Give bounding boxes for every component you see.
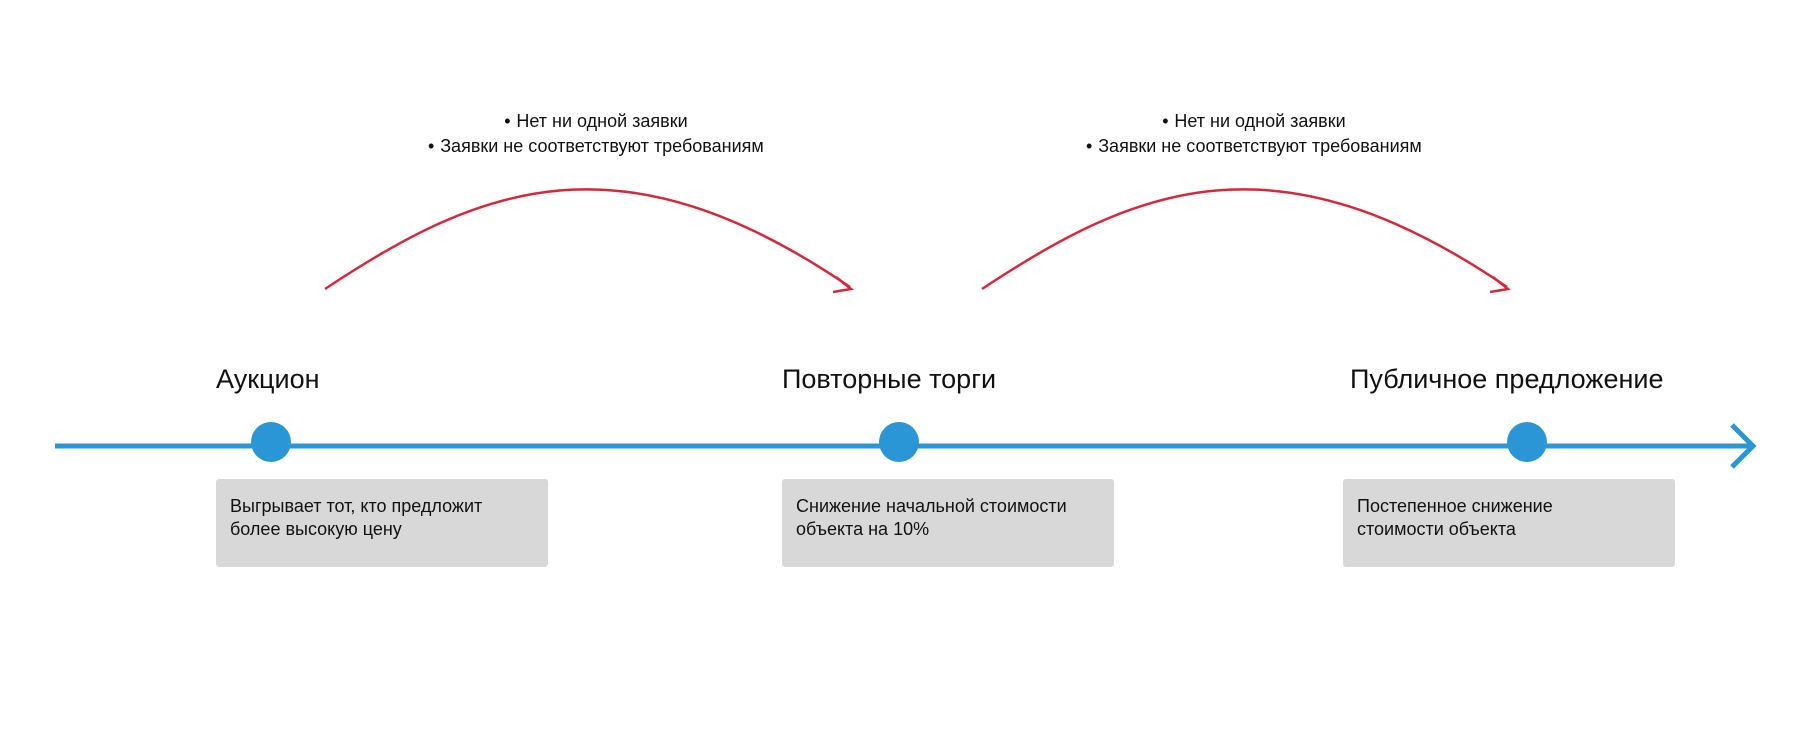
condition-item: •Нет ни одной заявки xyxy=(393,109,793,134)
curved-arrow-icon xyxy=(981,188,1511,294)
bullet-icon: • xyxy=(428,136,435,156)
transition-conditions: •Нет ни одной заявки •Заявки не соответс… xyxy=(393,109,793,159)
bullet-icon: • xyxy=(504,111,511,131)
description-line: Снижение начальной стоимости xyxy=(796,496,1067,516)
stage-description-public-offer: Постепенное снижение стоимости объекта xyxy=(1343,479,1675,567)
description-line: стоимости объекта xyxy=(1357,519,1516,539)
bullet-icon: • xyxy=(1162,111,1169,131)
condition-item: •Нет ни одной заявки xyxy=(1051,109,1451,134)
description-line: объекта на 10% xyxy=(796,519,930,539)
curved-arrow-icon xyxy=(324,188,854,294)
stage-description-repeat-trading: Снижение начальной стоимости объекта на … xyxy=(782,479,1114,567)
stage-title-repeat-trading: Повторные торги xyxy=(782,364,997,394)
transition-conditions: •Нет ни одной заявки •Заявки не соответс… xyxy=(1051,109,1451,159)
stage-title-public-offer: Публичное предложение xyxy=(1350,364,1664,394)
condition-item: •Заявки не соответствуют требованиям xyxy=(393,134,793,159)
bullet-icon: • xyxy=(1086,136,1093,156)
condition-item: •Заявки не соответствуют требованиям xyxy=(1051,134,1451,159)
stage-title-auction: Аукцион xyxy=(216,364,320,394)
arrow-right-icon xyxy=(1730,423,1757,469)
stage-description-auction: Выгрывает тот, кто предложит более высок… xyxy=(216,479,548,567)
description-line: Выгрывает тот, кто предложит xyxy=(230,496,483,516)
circle-node-icon xyxy=(879,422,919,462)
circle-node-icon xyxy=(251,422,291,462)
circle-node-icon xyxy=(1507,422,1547,462)
description-line: Постепенное снижение xyxy=(1357,496,1553,516)
description-line: более высокую цену xyxy=(230,519,402,539)
